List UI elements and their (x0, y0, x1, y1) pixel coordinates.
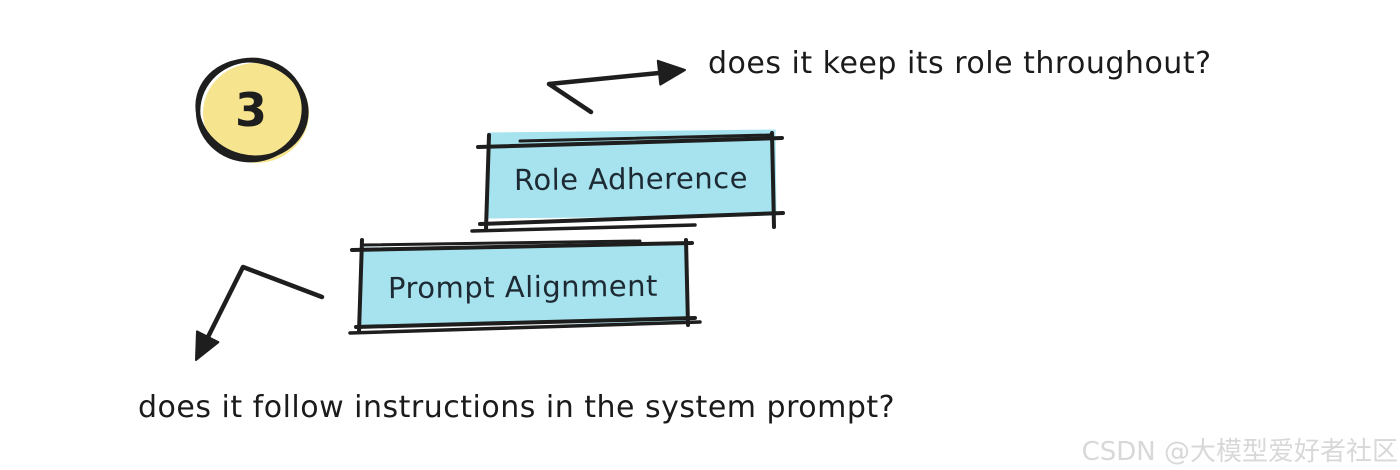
top-arrow-shaft (546, 70, 662, 115)
badge-fill (203, 63, 309, 163)
role-adherence-label: Role Adherence (513, 160, 749, 198)
role-adherence-box (470, 129, 785, 233)
prompt-box-border-top (350, 241, 694, 252)
role-adherence-box-fill (487, 129, 777, 219)
bottom-arrow-head (195, 330, 220, 361)
role-box-border-bottom (478, 211, 785, 226)
role-box-border-bottom-2 (470, 223, 697, 233)
prompt-box-border-bottom (354, 316, 697, 329)
prompt-box-border-bottom-2 (348, 320, 702, 335)
bottom-arrow (195, 264, 325, 361)
prompt-alignment-label: Prompt Alignment (387, 268, 659, 306)
bottom-arrow-shaft (205, 264, 325, 340)
top-arrow-head (656, 59, 686, 86)
role-box-border-left (484, 133, 491, 231)
badge-number: 3 (234, 83, 267, 137)
role-box-border-top (476, 136, 784, 149)
prompt-alignment-box (348, 238, 702, 335)
role-box-border-top-2 (518, 133, 772, 143)
badge-circle (195, 57, 309, 163)
top-question-text: does it keep its role throughout? (708, 46, 1212, 81)
prompt-box-border-left (357, 238, 364, 334)
top-arrow (546, 59, 686, 115)
prompt-box-border-top-2 (360, 239, 642, 247)
badge-outline-stroke-2 (195, 58, 309, 160)
bottom-question-text: does it follow instructions in the syste… (138, 390, 896, 425)
role-box-border-right (770, 131, 776, 229)
prompt-box-border-right (684, 238, 690, 327)
watermark-text: CSDN @大模型爱好者社区 (1081, 437, 1398, 467)
prompt-alignment-box-fill (359, 244, 687, 326)
